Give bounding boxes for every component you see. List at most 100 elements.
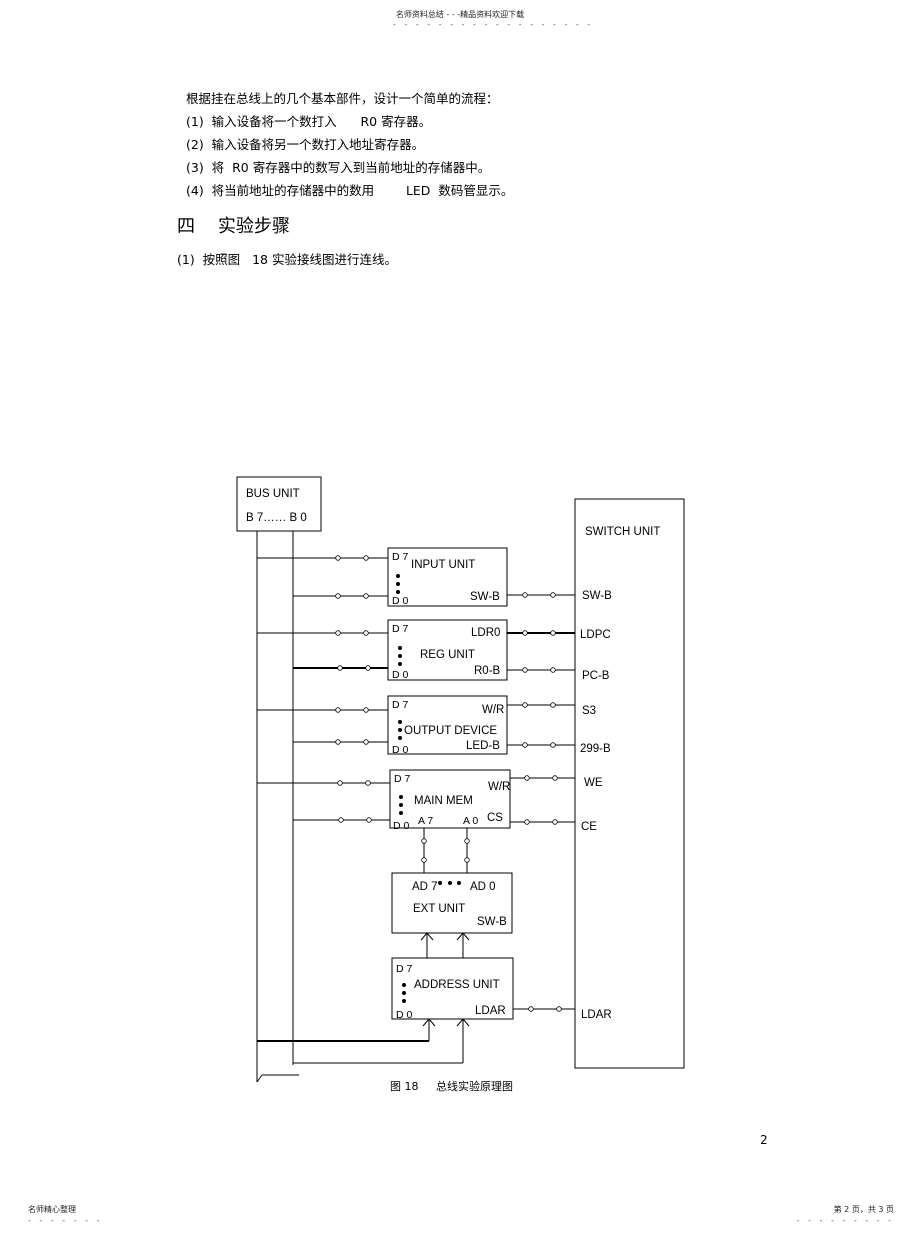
intro-line-4: (4) 将当前地址的存储器中的数用 LED 数码管显示。 <box>186 183 514 198</box>
dot <box>399 803 403 807</box>
footer-dashes-left: - - - - - - - <box>28 1216 103 1225</box>
terminal <box>337 665 343 671</box>
signal-pcb: PC-B <box>582 670 610 682</box>
bus-unit-range: B 7…… B 0 <box>246 512 307 524</box>
dot <box>399 795 403 799</box>
terminal <box>522 702 528 708</box>
dot <box>398 662 402 666</box>
terminal <box>363 555 369 561</box>
terminal <box>550 742 556 748</box>
connector-terminals <box>335 555 562 1012</box>
dot <box>457 881 461 885</box>
intro-line-2: (2) 输入设备将另一个数打入地址寄存器。 <box>186 137 425 152</box>
output-port-ledb: LED-B <box>466 740 500 752</box>
bus-unit-box <box>236 476 322 532</box>
terminal <box>335 739 341 745</box>
footer-right: 第 2 页，共 3 页 <box>833 1205 894 1214</box>
page-header: 名师资料总结 - - -精品资料欢迎下载 <box>395 10 525 19</box>
terminal <box>550 702 556 708</box>
dot <box>398 654 402 658</box>
signal-299b: 299-B <box>580 743 611 755</box>
terminal <box>464 857 470 863</box>
output-device-name: OUTPUT DEVICE <box>404 725 497 737</box>
ext-ad7: AD 7 <box>412 881 438 893</box>
reg-unit-box <box>387 619 508 681</box>
input-d7: D 7 <box>392 551 409 563</box>
dot <box>402 983 406 987</box>
dot <box>448 881 452 885</box>
signal-ldpc: LDPC <box>580 629 611 641</box>
terminal <box>524 819 530 825</box>
dot <box>398 728 402 732</box>
arrow-heads <box>420 932 470 941</box>
signal-ce: CE <box>581 821 597 833</box>
mem-port-wr: W/R <box>488 781 510 793</box>
address-unit-name: ADDRESS UNIT <box>414 979 500 991</box>
terminal <box>550 667 556 673</box>
addr-port: LDAR <box>475 1005 506 1017</box>
address-unit-box <box>391 957 514 1020</box>
intro-line-0: 根据挂在总线上的几个基本部件，设计一个简单的流程： <box>186 91 499 106</box>
reg-unit-name: REG UNIT <box>420 649 475 661</box>
input-unit-box <box>387 547 508 607</box>
bus-break-mark <box>256 1074 263 1083</box>
terminal <box>365 780 371 786</box>
output-port-wr: W/R <box>482 704 504 716</box>
dot <box>398 736 402 740</box>
reg-d7: D 7 <box>392 623 409 635</box>
ext-ad0: AD 0 <box>470 881 496 893</box>
terminal <box>550 630 556 636</box>
main-mem-name: MAIN MEM <box>414 795 473 807</box>
dot <box>396 590 400 594</box>
terminal <box>366 817 372 823</box>
terminal <box>335 555 341 561</box>
signal-ldar: LDAR <box>581 1009 612 1021</box>
terminal <box>335 630 341 636</box>
terminal <box>363 707 369 713</box>
dot <box>399 811 403 815</box>
terminal <box>363 593 369 599</box>
terminal <box>363 630 369 636</box>
ext-unit-name: EXT UNIT <box>413 903 465 915</box>
terminal <box>522 667 528 673</box>
footer-dashes-right: - - - - - - - - - <box>796 1216 894 1225</box>
terminal <box>337 780 343 786</box>
switch-unit-box <box>574 498 685 1069</box>
terminal <box>522 742 528 748</box>
mem-d0: D 0 <box>393 820 410 832</box>
dot <box>396 582 400 586</box>
terminal <box>335 593 341 599</box>
reg-port-r0b: R0-B <box>474 665 501 677</box>
reg-port-ldr0: LDR0 <box>471 627 500 639</box>
terminal <box>522 630 528 636</box>
step-1: (1) 按照图 18 实验接线图进行连线。 <box>177 252 397 267</box>
page-number: 2 <box>760 1133 768 1147</box>
terminal <box>550 592 556 598</box>
terminal <box>363 739 369 745</box>
intro-line-3: (3) 将 R0 寄存器中的数写入到当前地址的存储器中。 <box>186 160 491 175</box>
mem-port-cs: CS <box>487 812 503 824</box>
dot <box>396 574 400 578</box>
terminal <box>552 775 558 781</box>
terminal <box>556 1006 562 1012</box>
terminal <box>528 1006 534 1012</box>
mem-a7: A 7 <box>418 815 433 827</box>
output-device-box <box>387 695 508 755</box>
input-port: SW-B <box>470 591 500 603</box>
ellipsis-dots <box>396 574 461 1003</box>
main-mem-box <box>389 769 511 829</box>
dot <box>402 999 406 1003</box>
terminal <box>365 665 371 671</box>
terminal <box>522 592 528 598</box>
figure-caption: 图 18 总线实验原理图 <box>390 1080 513 1093</box>
terminal <box>335 707 341 713</box>
reg-d0: D 0 <box>392 669 409 681</box>
mem-a0: A 0 <box>463 815 478 827</box>
ext-port: SW-B <box>477 916 507 928</box>
bus-unit-title: BUS UNIT <box>246 488 300 500</box>
output-d7: D 7 <box>392 699 409 711</box>
dot <box>398 646 402 650</box>
addr-d0: D 0 <box>396 1009 413 1021</box>
output-d0: D 0 <box>392 744 409 756</box>
mem-d7: D 7 <box>394 773 411 785</box>
